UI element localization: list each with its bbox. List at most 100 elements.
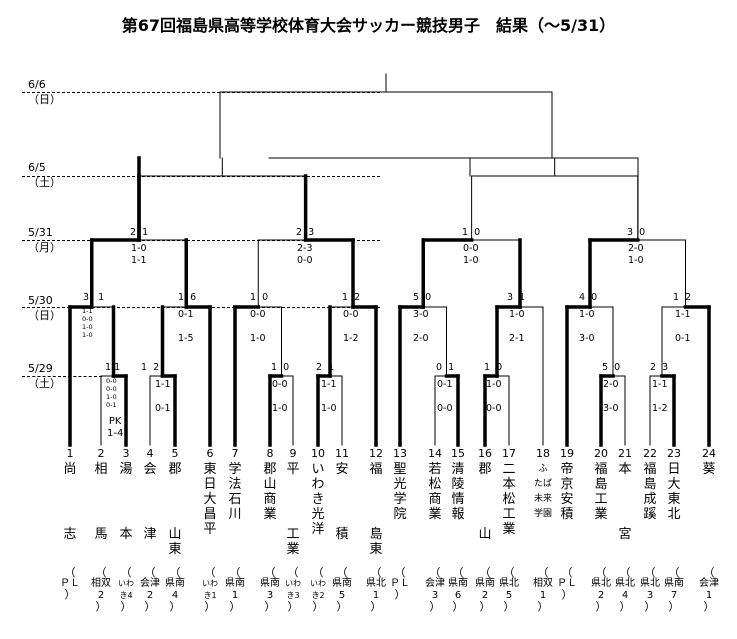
score-top: 3 0 xyxy=(627,227,646,238)
team-prefecture: （会津1） xyxy=(699,566,719,613)
team-prefecture: （いわき1） xyxy=(202,566,218,613)
team-number: 6 xyxy=(206,447,214,460)
team-name: 二本松工業 xyxy=(502,462,516,537)
team-prefecture: （会津3） xyxy=(425,566,445,613)
team-number: 24 xyxy=(702,447,716,460)
team-prefecture: （県南1） xyxy=(225,566,245,613)
team-number: 13 xyxy=(393,447,407,460)
score-top: 1 0 xyxy=(484,362,503,373)
team-name: 本宮 xyxy=(618,462,632,542)
score-top: 2 1 xyxy=(316,362,335,373)
team-prefecture: （会津2） xyxy=(140,566,160,613)
team-prefecture: （県南5） xyxy=(332,566,352,613)
team-prefecture: （ＰＬ） xyxy=(557,566,577,601)
team-number: 18 xyxy=(536,447,550,460)
team-name: 相馬 xyxy=(94,462,108,542)
team-number: 5 xyxy=(171,447,179,460)
team-number: 14 xyxy=(428,447,442,460)
team-prefecture: （県南4） xyxy=(165,566,185,613)
team-prefecture: （県北5） xyxy=(499,566,519,613)
team-name: 若松商業 xyxy=(428,462,442,522)
score-top: 1 2 xyxy=(673,292,692,303)
team-number: 19 xyxy=(560,447,574,460)
score-top: 1 0 xyxy=(271,362,290,373)
team-prefecture: （県南7） xyxy=(664,566,684,613)
score-top: 1 0 xyxy=(462,227,481,238)
team-number: 8 xyxy=(266,447,274,460)
team-name: ふたば未来学園 xyxy=(533,464,552,519)
team-prefecture: （いわき3） xyxy=(285,566,301,613)
score-top: 1 2 xyxy=(141,362,160,373)
team-number: 1 xyxy=(66,447,74,460)
team-number: 10 xyxy=(311,447,325,460)
score-top: 5 0 xyxy=(413,292,432,303)
team-prefecture: （いわき2） xyxy=(310,566,326,613)
team-name: 日大東北 xyxy=(667,462,681,522)
score-top: 1 1 xyxy=(105,362,121,373)
team-prefecture: （県南2） xyxy=(475,566,495,613)
team-prefecture: （相双2） xyxy=(91,566,111,613)
score-top: 1 0 xyxy=(250,292,269,303)
date-label-final: 6/6（日） xyxy=(28,78,61,106)
team-number: 4 xyxy=(146,447,154,460)
team-number: 15 xyxy=(451,447,465,460)
score-top: 3 1 xyxy=(83,292,105,303)
score-top: 2 3 xyxy=(650,362,669,373)
date-label-r1: 5/29（土） xyxy=(28,362,61,390)
team-prefecture: （県北4） xyxy=(615,566,635,613)
date-divider xyxy=(22,376,102,377)
team-name: 葵 xyxy=(702,462,716,477)
team-number: 23 xyxy=(667,447,681,460)
team-number: 2 xyxy=(97,447,105,460)
team-number: 16 xyxy=(478,447,492,460)
team-prefecture: （県北1） xyxy=(366,566,386,613)
score-top: 2 1 xyxy=(130,227,149,238)
team-prefecture: （県北3） xyxy=(640,566,660,613)
score-top: 2 3 xyxy=(296,227,315,238)
team-number: 11 xyxy=(335,447,349,460)
team-name: 東日大昌平 xyxy=(203,462,217,537)
team-name: 聖光学院 xyxy=(393,462,407,522)
team-number: 7 xyxy=(231,447,239,460)
team-number: 22 xyxy=(643,447,657,460)
team-number: 12 xyxy=(369,447,383,460)
team-prefecture: （県南3） xyxy=(260,566,280,613)
score-top: 1 2 xyxy=(342,292,361,303)
team-number: 17 xyxy=(502,447,516,460)
score-top: 0 1 xyxy=(436,362,455,373)
score-top: 3 1 xyxy=(507,292,526,303)
team-prefecture: （ＰＬ） xyxy=(390,566,410,601)
team-prefecture: （県北2） xyxy=(591,566,611,613)
team-prefecture: （ＰＬ） xyxy=(60,566,80,601)
team-prefecture: （県南6） xyxy=(448,566,468,613)
team-name: 学法石川 xyxy=(228,462,242,522)
score-top: 4 0 xyxy=(579,292,598,303)
team-name: 郡山 xyxy=(478,462,492,542)
page-title: 第67回福島県高等学校体育大会サッカー競技男子 結果（～5/31） xyxy=(121,16,616,35)
team-number: 20 xyxy=(594,447,608,460)
team-number: 3 xyxy=(122,447,130,460)
team-name: 尚志 xyxy=(63,462,77,542)
team-number: 21 xyxy=(618,447,632,460)
date-label-semi: 6/5（土） xyxy=(28,161,61,189)
date-divider xyxy=(22,92,380,93)
